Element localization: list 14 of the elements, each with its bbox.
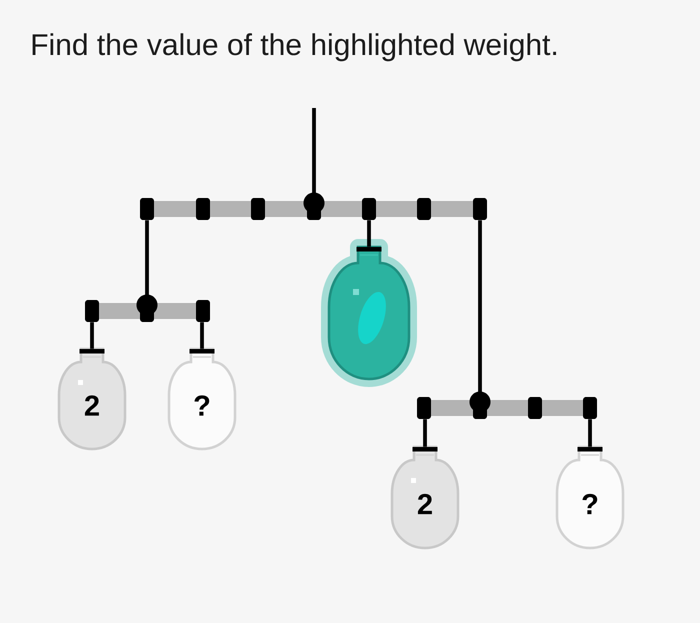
hanging-string [200, 322, 204, 349]
weight: ? [168, 348, 236, 450]
weight: 2 [390, 446, 460, 550]
hanging-string [588, 419, 592, 447]
weight: ? [556, 446, 624, 550]
balance-beam [417, 392, 597, 419]
hanging-string [423, 419, 427, 447]
hanging-string [367, 220, 371, 247]
balance-beam [85, 294, 210, 322]
hanging-string [90, 322, 94, 349]
weight: 2 [58, 348, 126, 450]
balance-beam [140, 192, 487, 220]
highlighted-weight [321, 239, 417, 387]
title: Find the value of the highlighted weight. [32, 33, 556, 62]
